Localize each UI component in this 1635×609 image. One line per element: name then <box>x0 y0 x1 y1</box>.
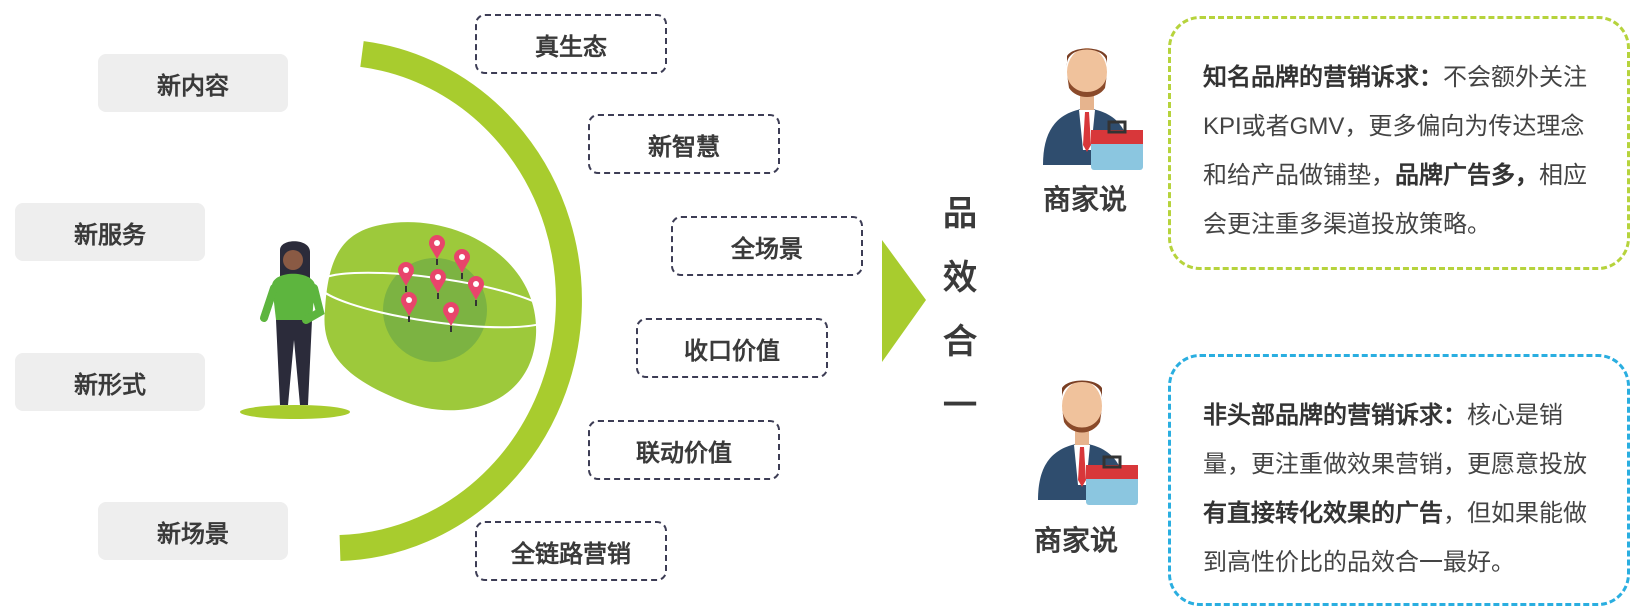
arc-item-closing-value: 收口价值 <box>636 318 828 378</box>
arc-item-ecology: 真生态 <box>475 14 667 74</box>
arc-item-all-scene: 全场景 <box>671 216 863 276</box>
left-item-scene: 新场景 <box>98 502 288 560</box>
center-label-char-3: 合 <box>943 323 977 361</box>
quote-1-bold: 品牌广告多， <box>1395 162 1539 189</box>
woman-figure-illustration <box>240 241 350 419</box>
center-label-char-1: 品 <box>943 195 977 233</box>
quote-1-text-a: 不会额外关注KPI或者GMV，更多偏向为传达理念和给产品做铺垫， <box>1203 64 1587 189</box>
merchant-label-2: 商家说 <box>1034 525 1119 556</box>
left-item-format: 新形式 <box>15 353 205 411</box>
left-item-content: 新内容 <box>98 54 288 112</box>
arrow-triangle-icon <box>882 240 926 362</box>
quote-2-text-b: ，但如果能做到高性价比的品效合一最好。 <box>1203 500 1587 576</box>
left-item-service: 新服务 <box>15 203 205 261</box>
center-label-char-2: 效 <box>943 259 977 297</box>
quote-2-lead: 非头部品牌的营销诉求： <box>1203 402 1467 429</box>
merchant-quote-1: 知名品牌的营销诉求：不会额外关注KPI或者GMV，更多偏向为传达理念和给产品做铺… <box>1168 16 1630 270</box>
map-globe-illustration <box>317 222 553 411</box>
quote-2-bold: 有直接转化效果的广告 <box>1203 500 1443 527</box>
arc-item-wisdom: 新智慧 <box>588 114 780 174</box>
center-label-char-4: 一 <box>943 387 977 425</box>
merchant-avatar-icon <box>1038 380 1138 505</box>
merchant-quote-2: 非头部品牌的营销诉求：核心是销量，更注重做效果营销，更愿意投放有直接转化效果的广… <box>1168 354 1630 606</box>
arc-item-full-chain: 全链路营销 <box>475 521 667 581</box>
merchant-avatar-icon <box>1043 48 1143 170</box>
arc-item-linkage-value: 联动价值 <box>588 420 780 480</box>
quote-1-text-b: 相应会更注重多渠道投放策略。 <box>1203 162 1587 238</box>
quote-2-text-a: 核心是销量，更注重做效果营销，更愿意投放 <box>1203 402 1587 478</box>
merchant-label-1: 商家说 <box>1043 184 1128 215</box>
quote-1-lead: 知名品牌的营销诉求： <box>1203 64 1443 91</box>
